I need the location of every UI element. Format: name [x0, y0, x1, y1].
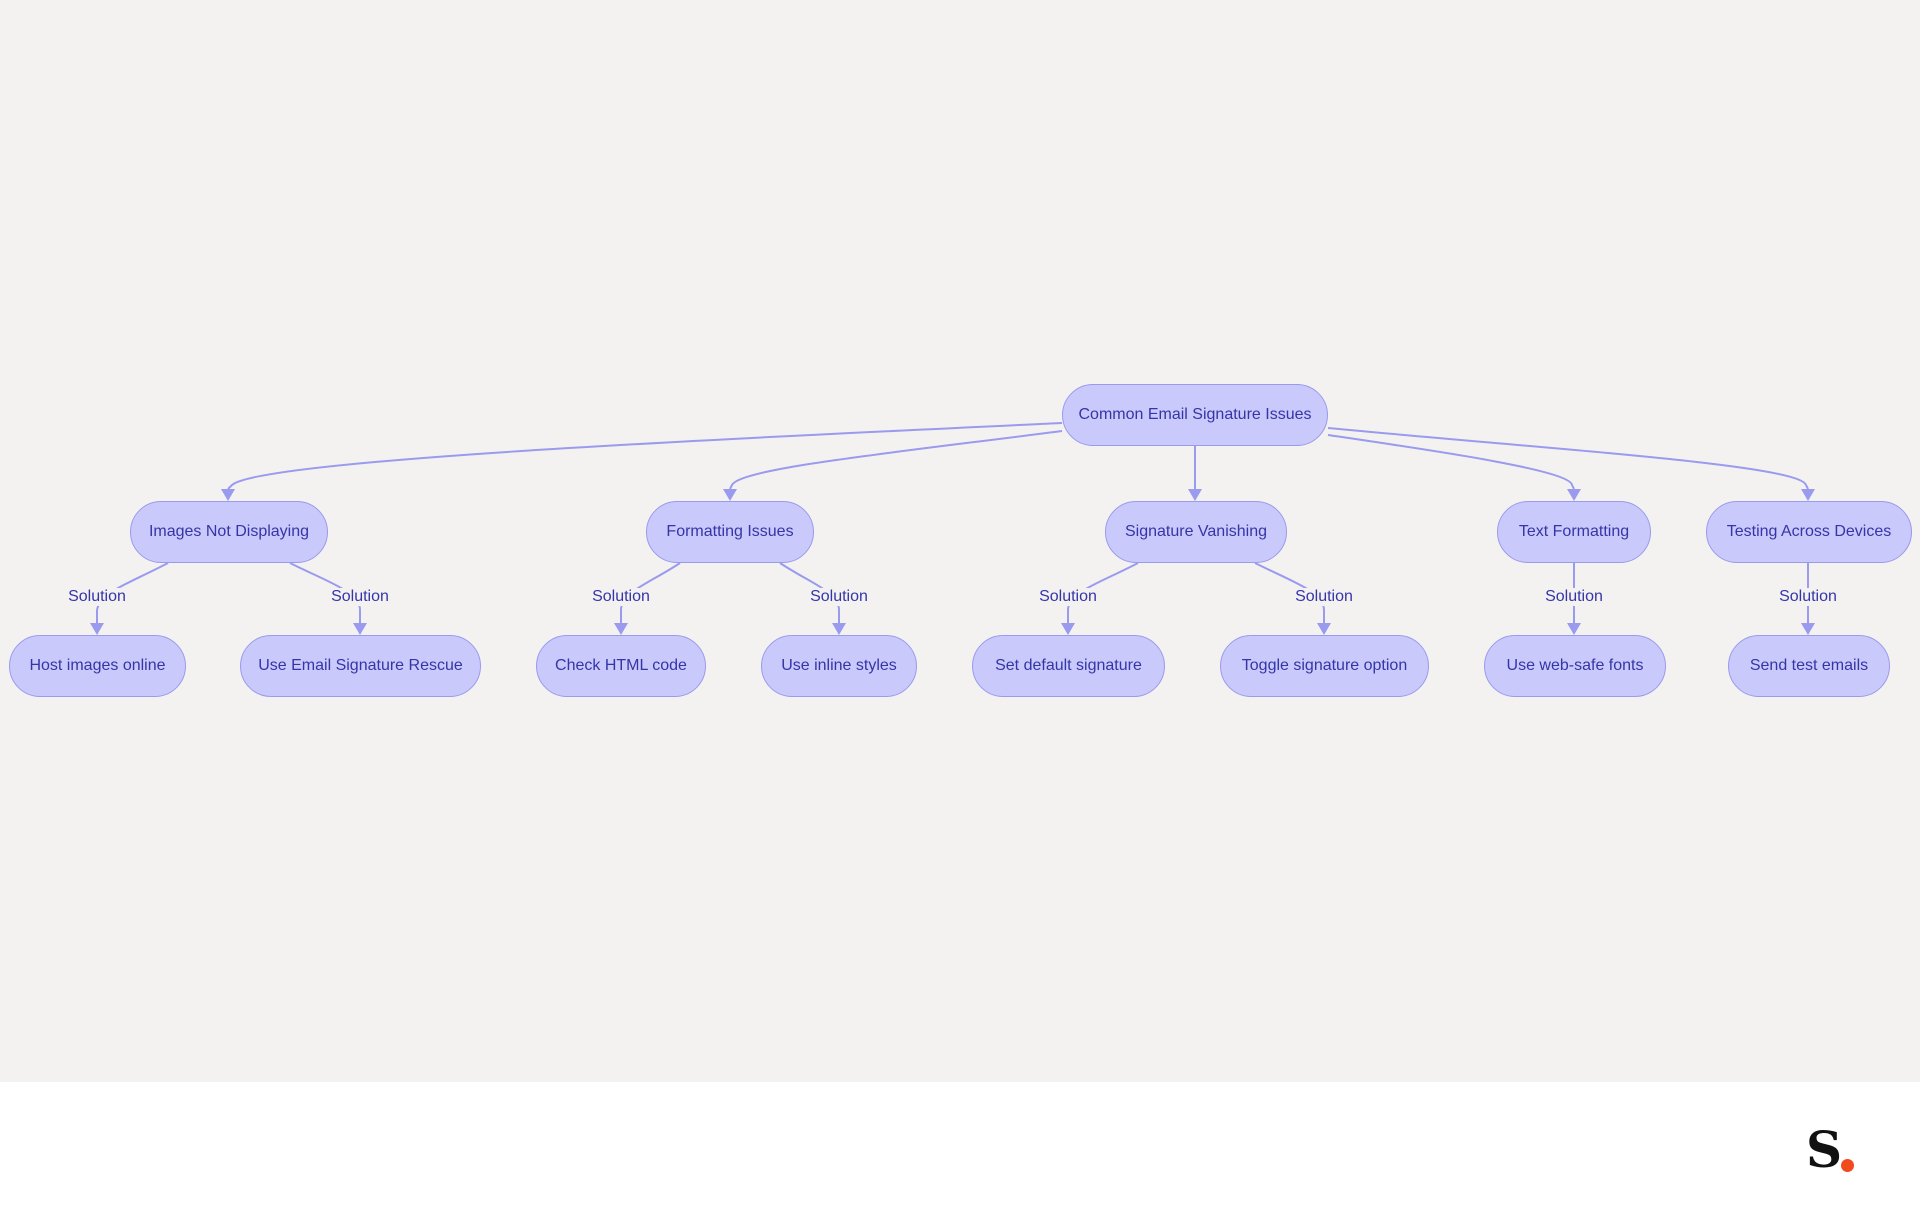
- solution-node-inline-styles[interactable]: Use inline styles: [761, 635, 917, 697]
- solution-node-send-test-emails[interactable]: Send test emails: [1728, 635, 1890, 697]
- solution-node-default-signature[interactable]: Set default signature: [972, 635, 1165, 697]
- arrowhead-icon: [1061, 623, 1075, 635]
- solution-node-host-images[interactable]: Host images online: [9, 635, 186, 697]
- logo-dot-icon: [1841, 1159, 1854, 1172]
- brand-logo: S: [1800, 1120, 1860, 1179]
- arrowhead-icon: [723, 489, 737, 501]
- issue-node-text-formatting[interactable]: Text Formatting: [1497, 501, 1651, 563]
- issue-node-vanishing[interactable]: Signature Vanishing: [1105, 501, 1287, 563]
- edge-label-solution: Solution: [590, 588, 652, 606]
- edge-label-solution: Solution: [1037, 588, 1099, 606]
- edge-root-to-images: [227, 422, 1063, 490]
- arrowhead-icon: [832, 623, 846, 635]
- arrowhead-icon: [221, 489, 235, 501]
- root-node[interactable]: Common Email Signature Issues: [1062, 384, 1328, 446]
- solution-node-toggle-signature[interactable]: Toggle signature option: [1220, 635, 1429, 697]
- issue-node-images[interactable]: Images Not Displaying: [130, 501, 328, 563]
- flowchart-canvas: Common Email Signature Issues Images Not…: [0, 0, 1920, 1082]
- logo-letter: S: [1806, 1120, 1843, 1179]
- arrowhead-icon: [614, 623, 628, 635]
- arrowhead-icon: [1801, 623, 1815, 635]
- arrowhead-icon: [90, 623, 104, 635]
- edge-label-solution: Solution: [1777, 588, 1839, 606]
- edge-label-solution: Solution: [66, 588, 128, 606]
- edge-root-to-testing: [1327, 427, 1809, 490]
- edge-root-to-formatting: [729, 430, 1063, 490]
- arrowhead-icon: [1567, 489, 1581, 501]
- edge-label-solution: Solution: [1543, 588, 1605, 606]
- arrowhead-icon: [1801, 489, 1815, 501]
- arrowhead-icon: [1317, 623, 1331, 635]
- issue-node-formatting[interactable]: Formatting Issues: [646, 501, 814, 563]
- edge-label-solution: Solution: [329, 588, 391, 606]
- solution-node-signature-rescue[interactable]: Use Email Signature Rescue: [240, 635, 481, 697]
- issue-node-testing[interactable]: Testing Across Devices: [1706, 501, 1912, 563]
- solution-node-web-safe-fonts[interactable]: Use web-safe fonts: [1484, 635, 1666, 697]
- edge-root-to-text: [1327, 434, 1575, 490]
- edge-label-solution: Solution: [808, 588, 870, 606]
- arrowhead-icon: [1188, 489, 1202, 501]
- solution-node-check-html[interactable]: Check HTML code: [536, 635, 706, 697]
- arrowhead-icon: [1567, 623, 1581, 635]
- edge-label-solution: Solution: [1293, 588, 1355, 606]
- arrowhead-icon: [353, 623, 367, 635]
